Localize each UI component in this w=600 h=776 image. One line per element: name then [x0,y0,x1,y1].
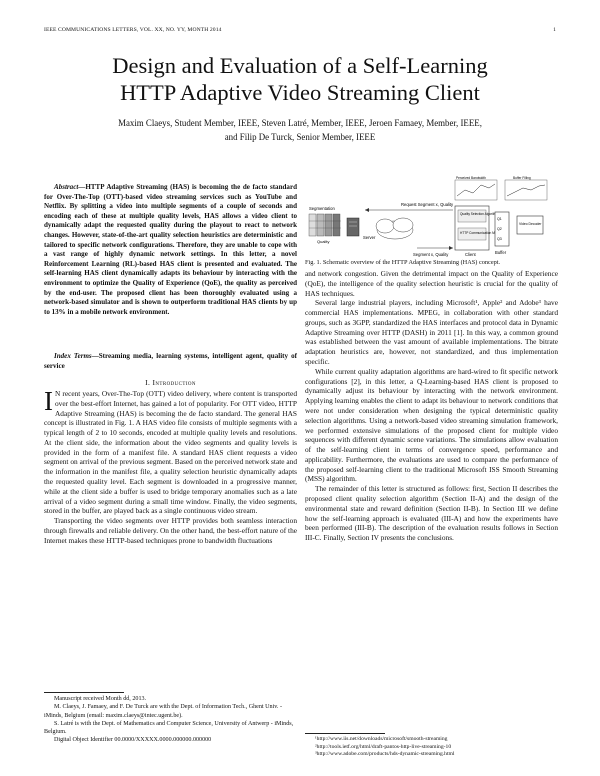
buffer-box [494,211,510,247]
footnote-url-3: ³http://www.adobe.com/products/hds-dynam… [315,751,455,757]
footnote-url-1: ¹http://www.iis.net/downloads/microsoft/… [315,736,448,742]
index-terms-label: Index Terms [54,352,92,360]
fig-label-request: Request Segment x, Quality [401,202,454,207]
fig-label-quality: Quality [317,239,329,244]
video-decoder-box [516,215,544,235]
server-icon [346,217,360,237]
running-header: IEEE COMMUNICATIONS LETTERS, VOL. XX, NO… [44,27,556,33]
footnote-doi: Digital Object Identifier 00.0000/XXXXX.… [54,737,212,744]
perceived-bandwidth-line [456,183,496,197]
right-paragraph-2: While current quality adaptation algorit… [305,366,558,484]
drop-cap: I [44,386,53,416]
right-footnotes: ¹http://www.iis.net/downloads/microsoft/… [305,733,558,759]
left-footnotes: Manuscript received Month dd, 2013. M. C… [44,692,297,745]
authors-line-1: Maxim Claeys, Student Member, IEEE, Stev… [118,118,482,128]
response-arrow-head [449,246,453,250]
fig-label-segment-quality: Segment x, Quality [413,252,449,257]
title-line-1: Design and Evaluation of a Self-Learning [112,53,488,78]
fig-label-segmentation: Segmentation [309,206,336,211]
right-column-body: and network congestion. Given the detrim… [305,269,558,543]
fig-label-q2: Q2 [497,227,502,231]
http-manager-box [457,227,487,241]
footnote-url-2: ²http://tools.ietf.org/html/draft-pantos… [315,743,452,750]
abstract: Abstract—HTTP Adaptive Streaming (HAS) i… [44,183,297,317]
author-list: Maxim Claeys, Student Member, IEEE, Stev… [40,117,560,144]
footnote-affiliation-1: M. Claeys, J. Famaey, and F. De Turck ar… [44,704,283,719]
right-paragraph-3: The remainder of this letter is structur… [305,484,558,543]
footnote-affiliation-2: S. Latré is with the Dept. of Mathematic… [44,720,294,736]
buffer-filling-line [506,184,546,197]
section-heading-introduction: I. Introduction [145,378,196,387]
request-arrow-head [365,208,369,212]
index-terms: Index Terms—Streaming media, learning sy… [44,352,297,371]
figure-1-caption: Fig. 1. Schematic overview of the HTTP A… [305,259,501,266]
quality-selection-box [457,209,487,223]
fig-label-http-communication: HTTP Communication Manager [460,231,506,235]
page-number: 1 [553,27,556,33]
fig-label-video-decoder: Video Decoder [519,222,542,226]
fig-label-buffer: Buffer [495,250,507,255]
fig-label-perceived-bandwidth: Perceived Bandwidth [456,176,486,180]
fig-label-buffer-filling: Buffer Filling [513,176,531,180]
title-line-2: HTTP Adaptive Video Streaming Client [120,80,480,105]
right-paragraph-1: Several large industrial players, includ… [305,298,558,367]
abstract-text: —HTTP Adaptive Streaming (HAS) is becomi… [44,183,297,316]
fig-label-quality-selection: Quality Selection Algorithm [460,212,498,216]
intro-paragraph-1: N recent years, Over-The-Top (OTT) video… [44,389,297,516]
footnote-received: Manuscript received Month dd, 2013. [54,696,147,702]
right-paragraph-0: and network congestion. Given the detrim… [305,269,558,298]
buffer-filling-plot [504,179,548,201]
network-cloud-icon [375,217,414,240]
segment-stack-icon [308,213,341,237]
right-footnote-rule [305,733,385,734]
index-terms-text: —Streaming media, learning systems, inte… [44,352,297,370]
fig-label-q3: Q3 [497,237,502,241]
fig-label-q1: Q1 [497,217,502,221]
footnote-rule [44,692,124,693]
paper-title: Design and Evaluation of a Self-Learning… [0,52,600,106]
figure-1-diagram: Segmentation Quality Server Request Segm… [308,176,548,257]
intro-paragraph-2: Transporting the video segments over HTT… [44,516,297,545]
abstract-label: Abstract [54,183,79,191]
authors-line-2: and Filip De Turck, Senior Member, IEEE [224,131,376,142]
fig-label-client: Client [465,252,477,257]
journal-header: IEEE COMMUNICATIONS LETTERS, VOL. XX, NO… [44,27,222,33]
fig-label-server: Server [363,235,376,240]
